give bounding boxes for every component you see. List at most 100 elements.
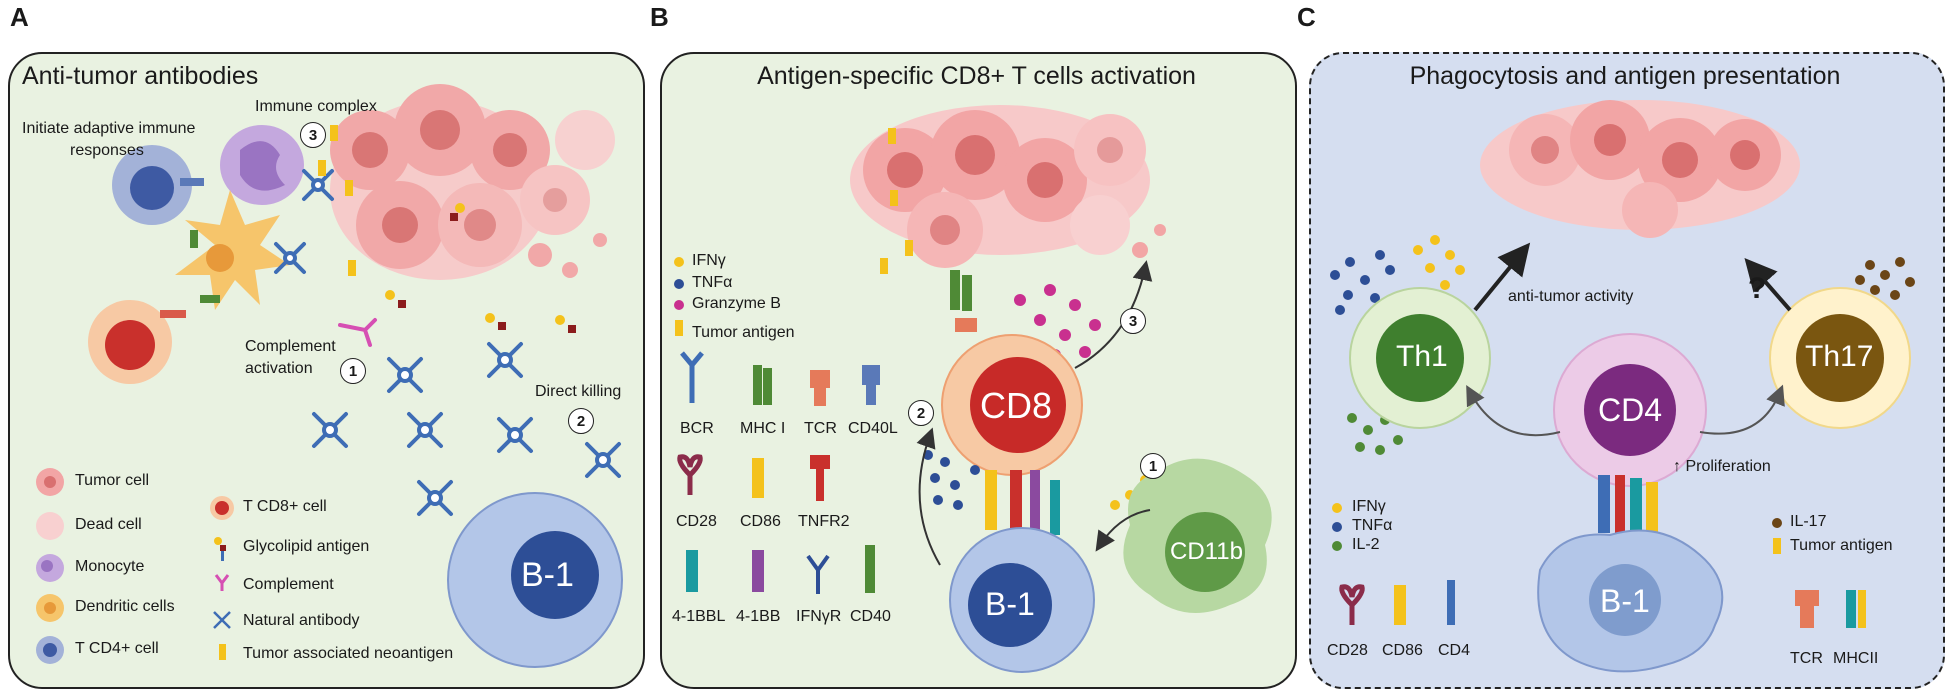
receptor-tcr: TCR [804,420,837,437]
legend-b-granzyme: Granzyme B [692,295,781,312]
receptor-4-1bbl: 4-1BBL [672,608,726,625]
legend-c-ifng: IFNγ [1352,498,1386,515]
ifng-cluster-c [1413,235,1465,290]
arrows-b [916,260,1153,566]
complement-protein [338,318,377,347]
t-cd8-cell [88,300,172,384]
b1-cell-c [1537,529,1724,673]
panel-a-letter: A [10,2,29,32]
panel-b-letter: B [650,2,669,32]
cd8-label: CD8 [980,385,1053,426]
step-3-b: 3 [1120,308,1146,334]
legend-a-dead-cell: Dead cell [75,516,142,533]
step-3-a: 3 [300,122,326,148]
arrows-c [1473,242,1792,312]
tumor-antigen-tags-b [880,128,913,274]
initiate-label-line2: responses [70,142,144,159]
receptor-c-cd86: CD86 [1382,642,1423,659]
cd11b-cell [1123,458,1272,613]
receptor-c-cd28: CD28 [1327,642,1368,659]
anti-tumor-activity-label: anti-tumor activity [1508,288,1634,305]
receptor-c-cd4: CD4 [1438,642,1471,659]
step-2-b: 2 [908,400,934,426]
step-1-b: 1 [1140,453,1166,479]
cell-contacts [160,178,220,318]
cd4-cell [1553,333,1707,487]
proliferation-label: ↑ Proliferation [1673,458,1771,475]
natural-antibodies [274,169,621,516]
legend-a-natural-antibody: Natural antibody [243,612,360,629]
receptor-icons-c [1339,580,1866,628]
complement-label-line1: Complement [245,338,336,355]
legend-c-tnfa: TNFα [1352,517,1393,534]
b1-label-b: B-1 [985,586,1035,622]
cd4-label: CD4 [1598,392,1663,428]
legend-c-il17: IL-17 [1790,513,1827,530]
receptor-ifngr: IFNγR [796,608,842,625]
receptor-cd40: CD40 [850,608,891,625]
panel-c-title: Phagocytosis and antigen presentation [1409,62,1841,90]
tnfa-cluster-c [1330,250,1395,315]
legend-a-glycolipid: Glycolipid antigen [243,538,370,555]
receptor-bcr: BCR [680,420,714,437]
legend-c-il2: IL-2 [1352,536,1380,553]
t-cd4-cell [112,145,192,225]
legend-a-t-cd8: T CD8+ cell [243,498,327,515]
receptor-cd86: CD86 [740,513,781,530]
legend-a-t-cd4: T CD4+ cell [75,640,159,657]
b1-cell-a [447,492,623,668]
tumor-mass-b [850,105,1166,268]
b1-cell-b [949,527,1095,673]
receptor-mhc-i: MHC I [740,420,786,437]
legend-a-tumor-cell: Tumor cell [75,472,150,489]
receptor-tnfr2: TNFR2 [798,513,850,530]
legend-a-complement: Complement [243,576,334,593]
complement-label-line2: activation [245,360,313,377]
panel-c-letter: C [1297,2,1316,32]
legend-c-tumor-antigen: Tumor antigen [1790,537,1893,554]
b1-label-c: B-1 [1600,583,1650,619]
receptor-c-tcr: TCR [1790,650,1823,667]
il17-cluster-c [1855,257,1915,300]
th1-cell [1349,287,1491,429]
neoantigen-tags [318,125,356,276]
legend-a-dendritic: Dendritic cells [75,598,175,615]
legend-b-tumor-antigen: Tumor antigen [692,324,795,341]
step-1-a: 1 [340,358,366,384]
il2-cluster-c [1347,413,1403,455]
legend-a-neoantigen: Tumor associated neoantigen [243,645,454,662]
panel-b-title: Antigen-specific CD8+ T cells activation [757,62,1196,90]
receptor-4-1bb: 4-1BB [736,608,781,625]
th1-label: Th1 [1396,340,1448,373]
question-mark: ? [1748,272,1767,305]
initiate-label-line1: Initiate adaptive immune [22,120,196,137]
direct-killing-label: Direct killing [535,383,622,400]
legend-icons-b [674,257,684,336]
cd11b-label: CD11b [1170,538,1243,565]
legend-b-tnfa: TNFα [692,274,733,291]
receptor-icons-b [677,351,880,594]
legend-icons-a [36,468,234,664]
legend-b-ifng: IFNγ [692,252,726,269]
dendritic-cell [175,190,290,310]
glycolipid-antigens [385,203,576,333]
synapse-receptors-c [1598,475,1658,533]
differentiation-arrows-c [1466,384,1785,437]
receptor-c-mhcii: MHCII [1833,650,1879,667]
receptor-cd40l: CD40L [848,420,898,437]
legend-a-monocyte: Monocyte [75,558,145,575]
immune-complex-label: Immune complex [255,98,377,115]
legend-icons-c [1332,503,1782,554]
b1-label-a: B-1 [521,556,574,594]
step-2-a: 2 [568,408,594,434]
th17-label: Th17 [1805,340,1874,373]
tumor-mass-c [1480,100,1800,238]
receptor-cd28: CD28 [676,513,717,530]
synapse-receptors-b [985,470,1060,535]
panel-a-title: Anti-tumor antibodies [22,62,259,90]
mhc-tcr-bridge-b [950,270,977,332]
th17-cell [1769,287,1911,429]
